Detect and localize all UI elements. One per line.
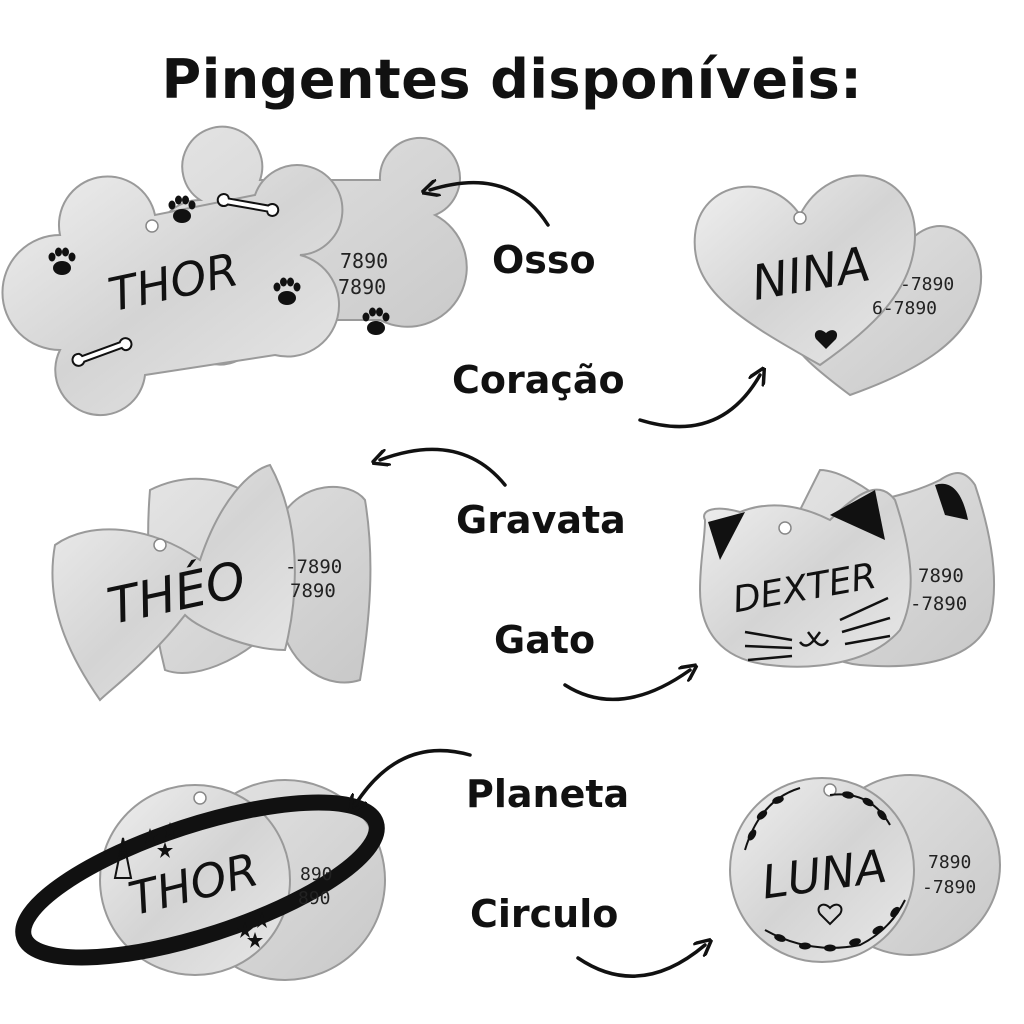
label-gravata: Gravata	[456, 498, 626, 542]
label-coracao: Coração	[452, 358, 625, 402]
planet-phone-2: 890	[298, 888, 331, 909]
heart-phone-1: -7890	[900, 274, 954, 295]
bone-pendant: THOR 7890 7890	[1, 125, 468, 417]
heart-icon	[814, 330, 838, 349]
arrow-icon	[576, 945, 705, 978]
bone-phone-1: 7890	[340, 249, 388, 273]
circle-pendant: LUNA 7890 -7890	[729, 774, 1001, 963]
cat-phone-1: 7890	[918, 565, 964, 587]
heart-icon	[817, 903, 843, 926]
page-title: Pingentes disponíveis:	[161, 48, 863, 111]
cat-whiskers	[744, 596, 891, 662]
bowtie-phone-2: 7890	[290, 580, 336, 602]
label-circulo: Circulo	[470, 892, 619, 936]
circle-phone-1: 7890	[928, 852, 971, 873]
star-icon	[142, 822, 270, 948]
arrow-icon	[380, 447, 507, 487]
cat-pendant: DEXTER 7890 -7890	[698, 468, 995, 668]
label-planeta: Planeta	[466, 772, 630, 816]
circle-phone-2: -7890	[922, 877, 976, 898]
planet-pendant: THOR 890 890	[15, 779, 386, 981]
rocket-icon	[113, 837, 133, 879]
heart-phone-2: 6-7890	[872, 298, 937, 319]
bowtie-phone-1: -7890	[285, 556, 342, 578]
bowtie-pendant: THÉO -7890 7890	[51, 463, 372, 702]
arrow-icon	[638, 375, 760, 429]
arrow-icon	[563, 670, 690, 702]
label-osso: Osso	[492, 238, 596, 282]
arrow-icon	[355, 748, 472, 805]
bone-phone-2: 7890	[338, 275, 386, 299]
arrow-icon	[430, 183, 550, 227]
label-gato: Gato	[494, 618, 596, 662]
cat-phone-2: -7890	[910, 593, 967, 615]
leaf-wreath-icon	[744, 787, 906, 952]
planet-phone-1: 890	[300, 864, 333, 885]
heart-pendant: NINA -7890 6-7890	[693, 174, 983, 397]
